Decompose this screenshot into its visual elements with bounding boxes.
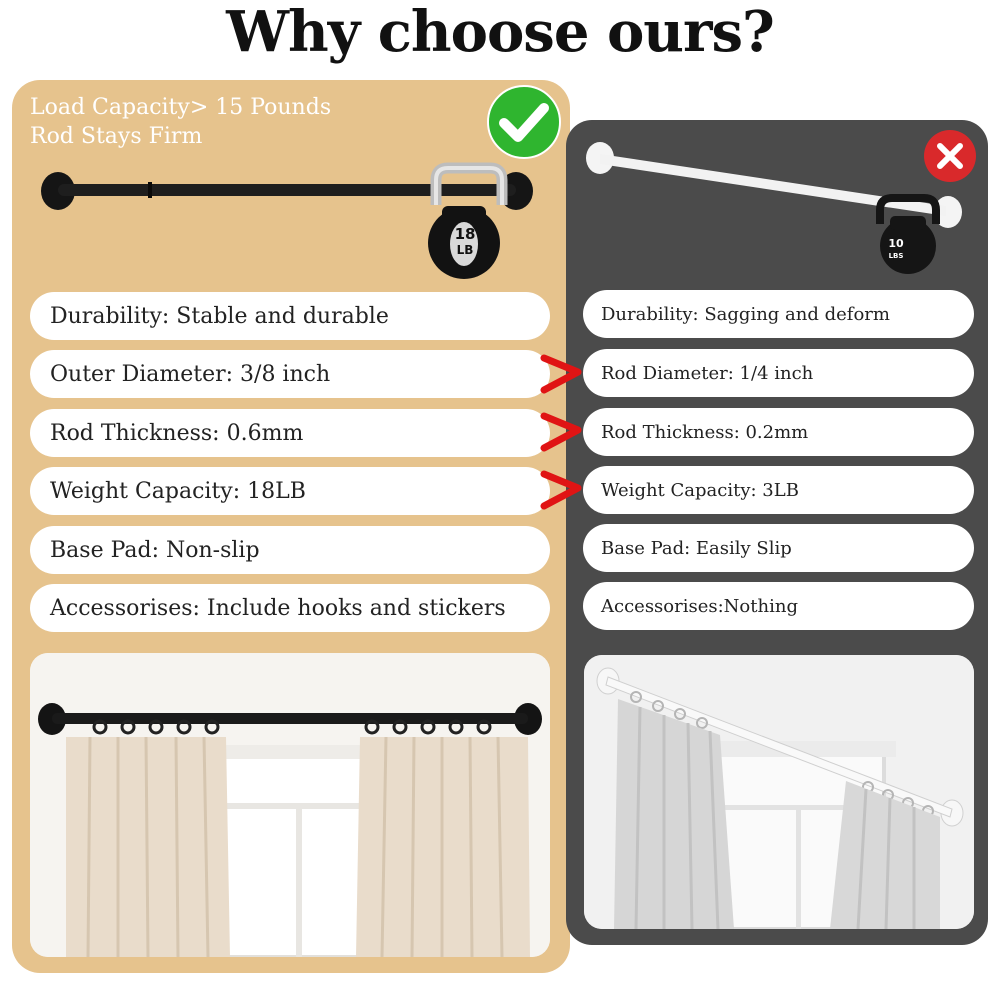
- ours-feature-durability: Durability: Stable and durable: [30, 292, 550, 340]
- others-feature-diameter: Rod Diameter: 1/4 inch: [583, 349, 974, 397]
- page-title: Why choose ours?: [226, 0, 775, 65]
- ours-feature-weight: Weight Capacity: 18LB: [30, 467, 550, 515]
- headline-line-2: Rod Stays Firm: [30, 124, 203, 149]
- kettlebell-weight-unit: LB: [456, 243, 474, 257]
- ours-feature-base-pad: Base Pad: Non-slip: [30, 526, 550, 574]
- kettlebell-weight-unit: LBS: [888, 252, 904, 260]
- black-rod-illustration: 18 LB: [38, 160, 538, 285]
- others-feature-accessories: Accessorises:Nothing: [583, 582, 974, 630]
- others-feature-durability: Durability: Sagging and deform: [583, 290, 974, 338]
- others-curtain-photo: [584, 655, 974, 929]
- others-feature-weight: Weight Capacity: 3LB: [583, 466, 974, 514]
- kettlebell-weight-number: 18: [454, 225, 476, 243]
- x-icon: [922, 128, 978, 184]
- ours-curtain-photo: [30, 653, 550, 957]
- ours-feature-thickness: Rod Thickness: 0.6mm: [30, 409, 550, 457]
- headline-line-1: Load Capacity> 15 Pounds: [30, 95, 332, 120]
- comparison-arrow-icon: [540, 412, 584, 452]
- ours-feature-diameter: Outer Diameter: 3/8 inch: [30, 350, 550, 398]
- comparison-arrow-icon: [540, 354, 584, 394]
- comparison-arrow-icon: [540, 470, 584, 510]
- white-rod-illustration: 10 LBS: [584, 140, 984, 280]
- check-icon: [486, 84, 562, 160]
- others-feature-thickness: Rod Thickness: 0.2mm: [583, 408, 974, 456]
- ours-feature-accessories: Accessorises: Include hooks and stickers: [30, 584, 550, 632]
- others-feature-base-pad: Base Pad: Easily Slip: [583, 524, 974, 572]
- kettlebell-weight-number: 10: [888, 237, 904, 250]
- ours-headline: Load Capacity> 15 Pounds Rod Stays Firm: [30, 93, 331, 151]
